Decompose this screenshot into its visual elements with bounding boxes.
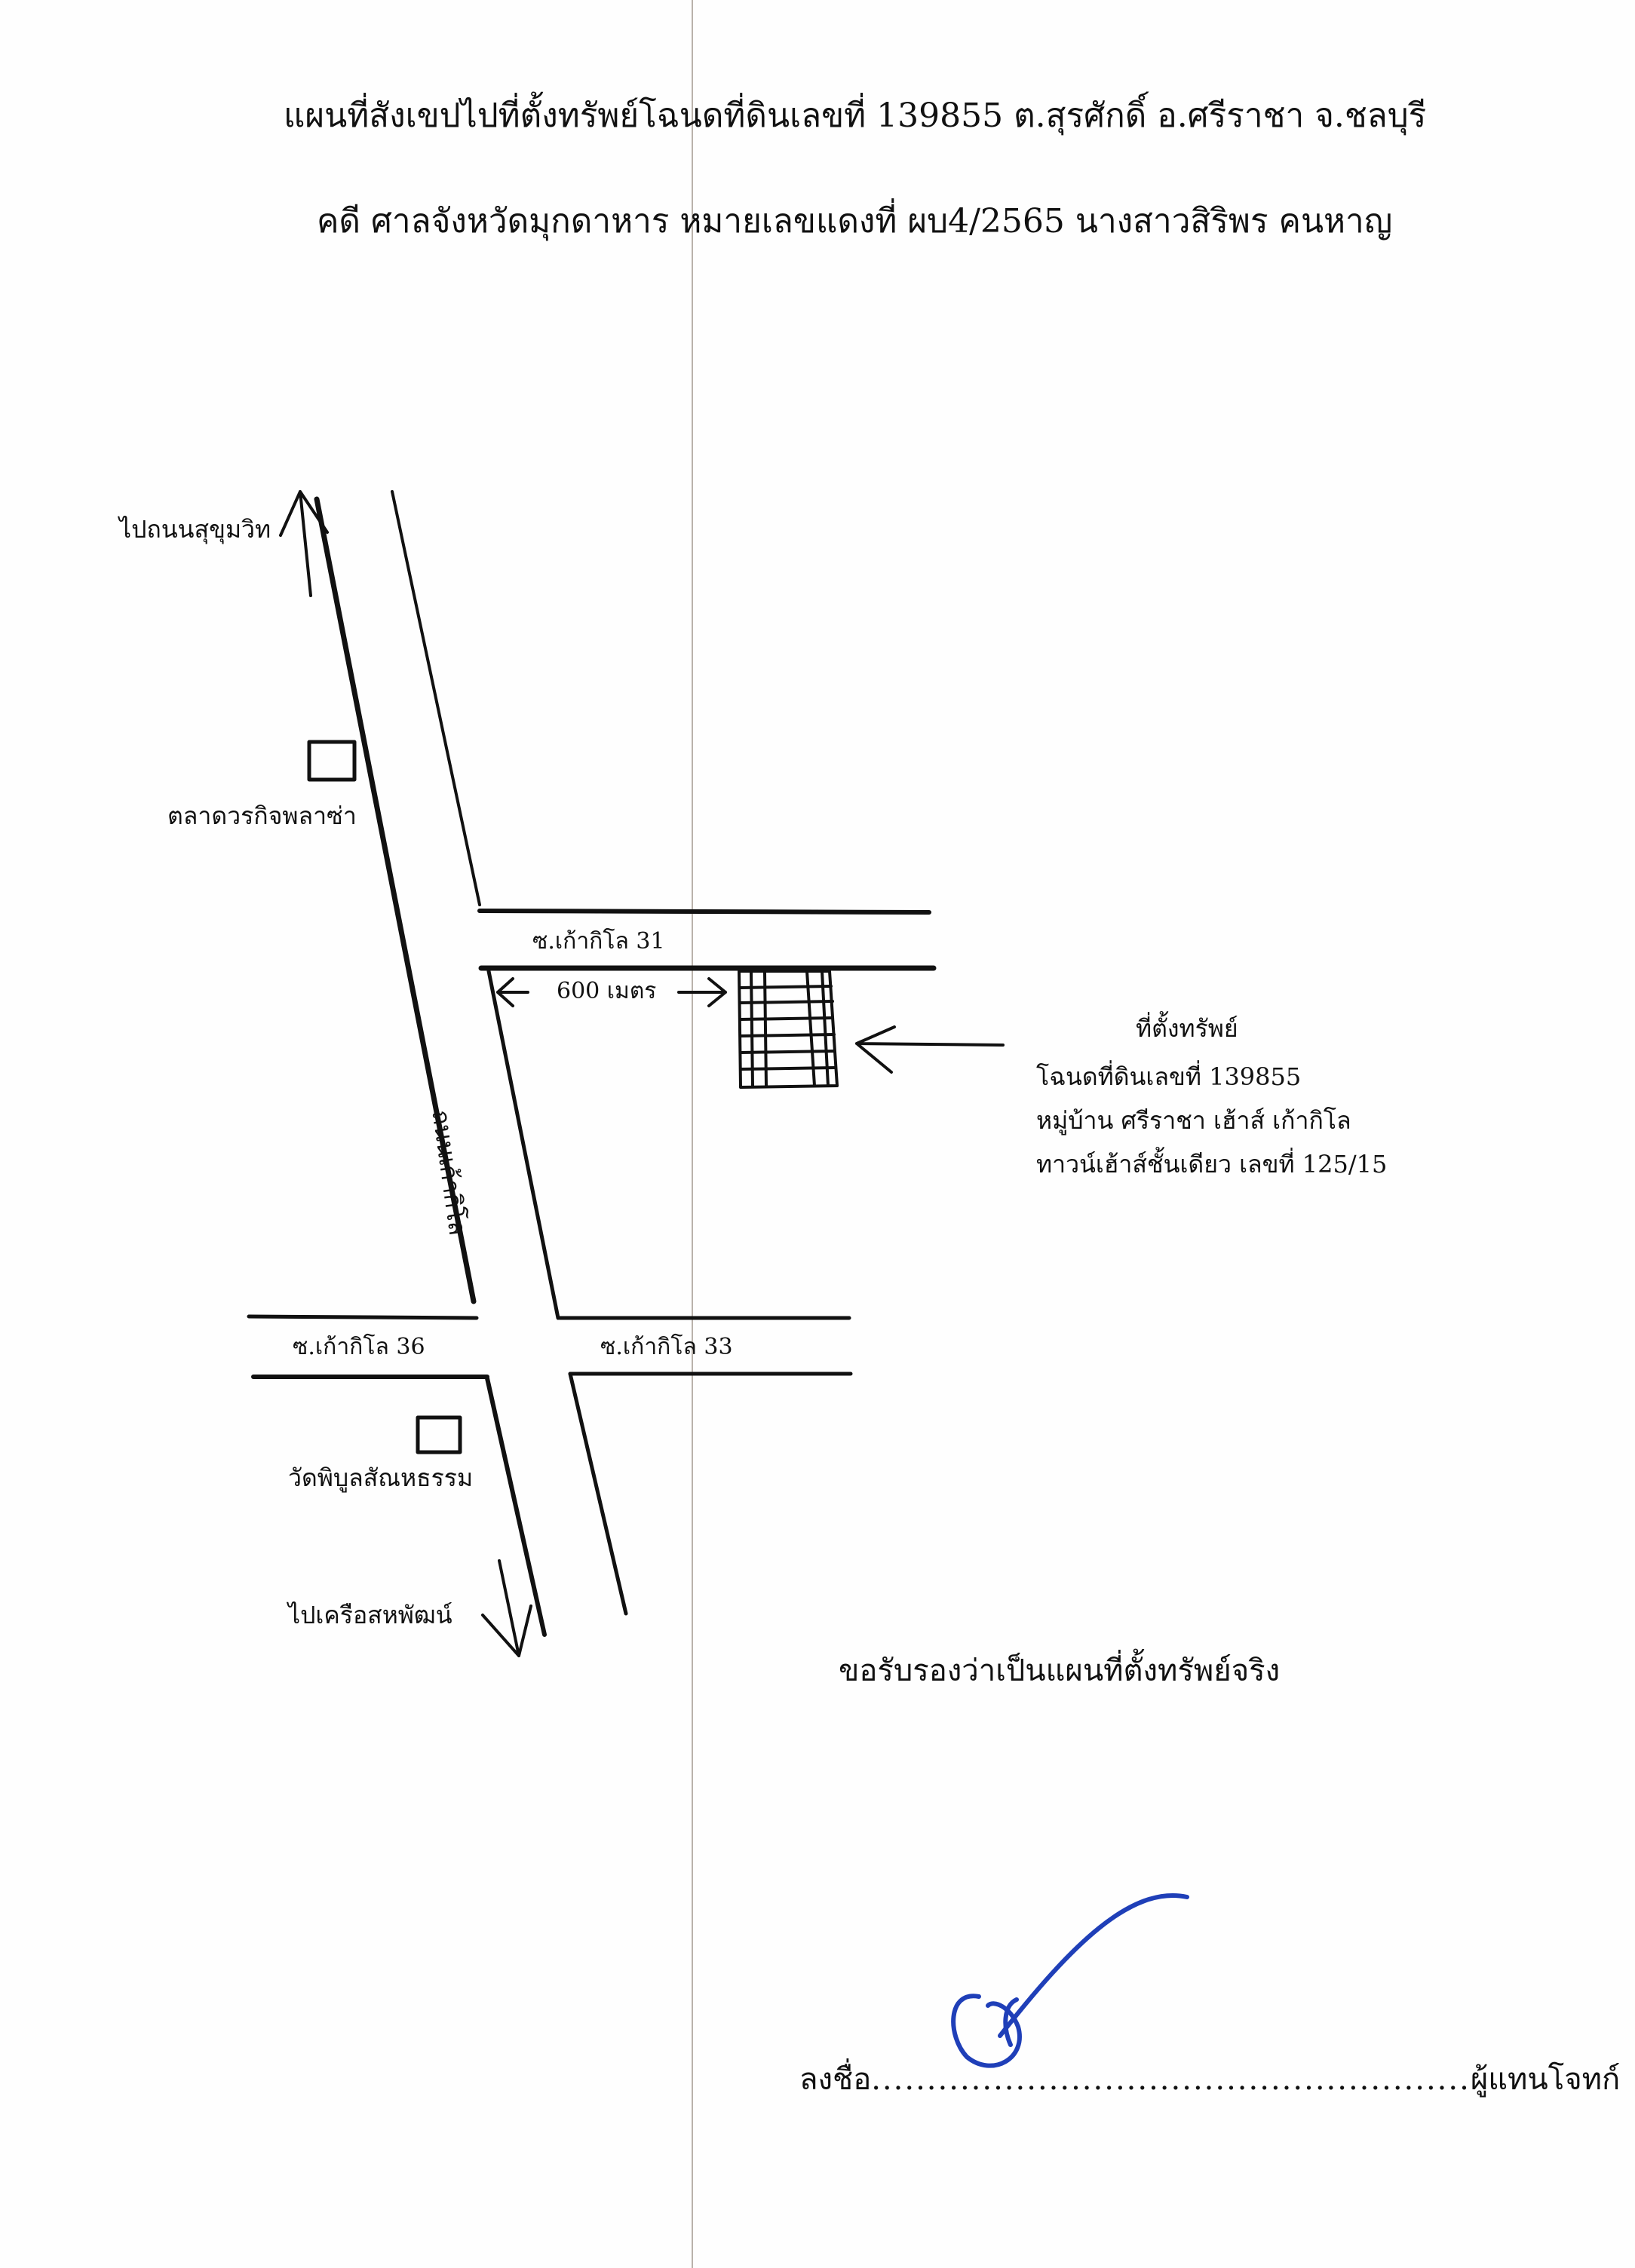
property-deed-line: โฉนดที่ดินเลขที่ 139855 <box>1036 1062 1302 1091</box>
distance-arrow-right <box>677 977 727 1007</box>
property-heading: ที่ตั้งทรัพย์ <box>1136 1014 1238 1043</box>
signer-role: ผู้แทนโจทก์ <box>1470 2062 1621 2097</box>
main-road-east-edge-upper <box>391 490 481 906</box>
soi-36-label: ซ.เก้ากิโล 36 <box>293 1334 425 1360</box>
sign-dots: ........................................… <box>871 2062 1471 2097</box>
sign-label: ลงชื่อ <box>799 2062 872 2097</box>
property-pointer-arrow <box>855 1025 1005 1074</box>
temple-icon <box>416 1415 462 1454</box>
soi-33-label: ซ.เก้ากิโล 33 <box>600 1334 733 1360</box>
temple-label: วัดพิบูลสัณหธรรม <box>288 1463 474 1492</box>
fold-line <box>692 0 693 2268</box>
certification-text: ขอรับรองว่าเป็นแผนที่ตั้งทรัพย์จริง <box>839 1653 1281 1688</box>
soi-31-north-edge <box>477 909 931 915</box>
main-road-east-edge-middle <box>486 969 560 1320</box>
main-road-east-edge-lower <box>568 1372 628 1616</box>
main-road-west-edge-lower <box>485 1376 547 1637</box>
property-village-line: หมู่บ้าน ศรีราชา เฮ้าส์ เก้ากิโล <box>1036 1106 1351 1135</box>
property-house-line: ทาวน์เฮ้าส์ชั้นเดียว เลขที่ 125/15 <box>1036 1150 1388 1178</box>
market-label: ตลาดวรกิจพลาซ่า <box>167 801 357 830</box>
to-sukhumvit-label: ไปถนนสุขุมวิท <box>119 515 271 544</box>
market-icon <box>307 740 357 782</box>
signature <box>951 1893 1189 2068</box>
soi-36-north-edge <box>247 1314 479 1320</box>
main-road-west-edge-upper <box>314 496 477 1304</box>
south-arrow <box>481 1559 532 1657</box>
distance-label: 600 เมตร <box>557 978 657 1004</box>
map-title: แผนที่สังเขปไปที่ตั้งทรัพย์โฉนดที่ดินเลข… <box>284 97 1427 135</box>
north-arrow <box>279 490 329 597</box>
case-reference: คดี ศาลจังหวัดมุกดาหาร หมายเลขแดงที่ ผบ4… <box>317 202 1393 241</box>
distance-arrow-left <box>496 977 529 1007</box>
signature-line: ลงชื่อ..................................… <box>799 2064 1620 2095</box>
soi-31-label: ซ.เก้ากิโล 31 <box>532 928 665 955</box>
property-block <box>738 970 839 1089</box>
to-khrua-label: ไปเครือสหพัฒน์ <box>288 1601 452 1629</box>
